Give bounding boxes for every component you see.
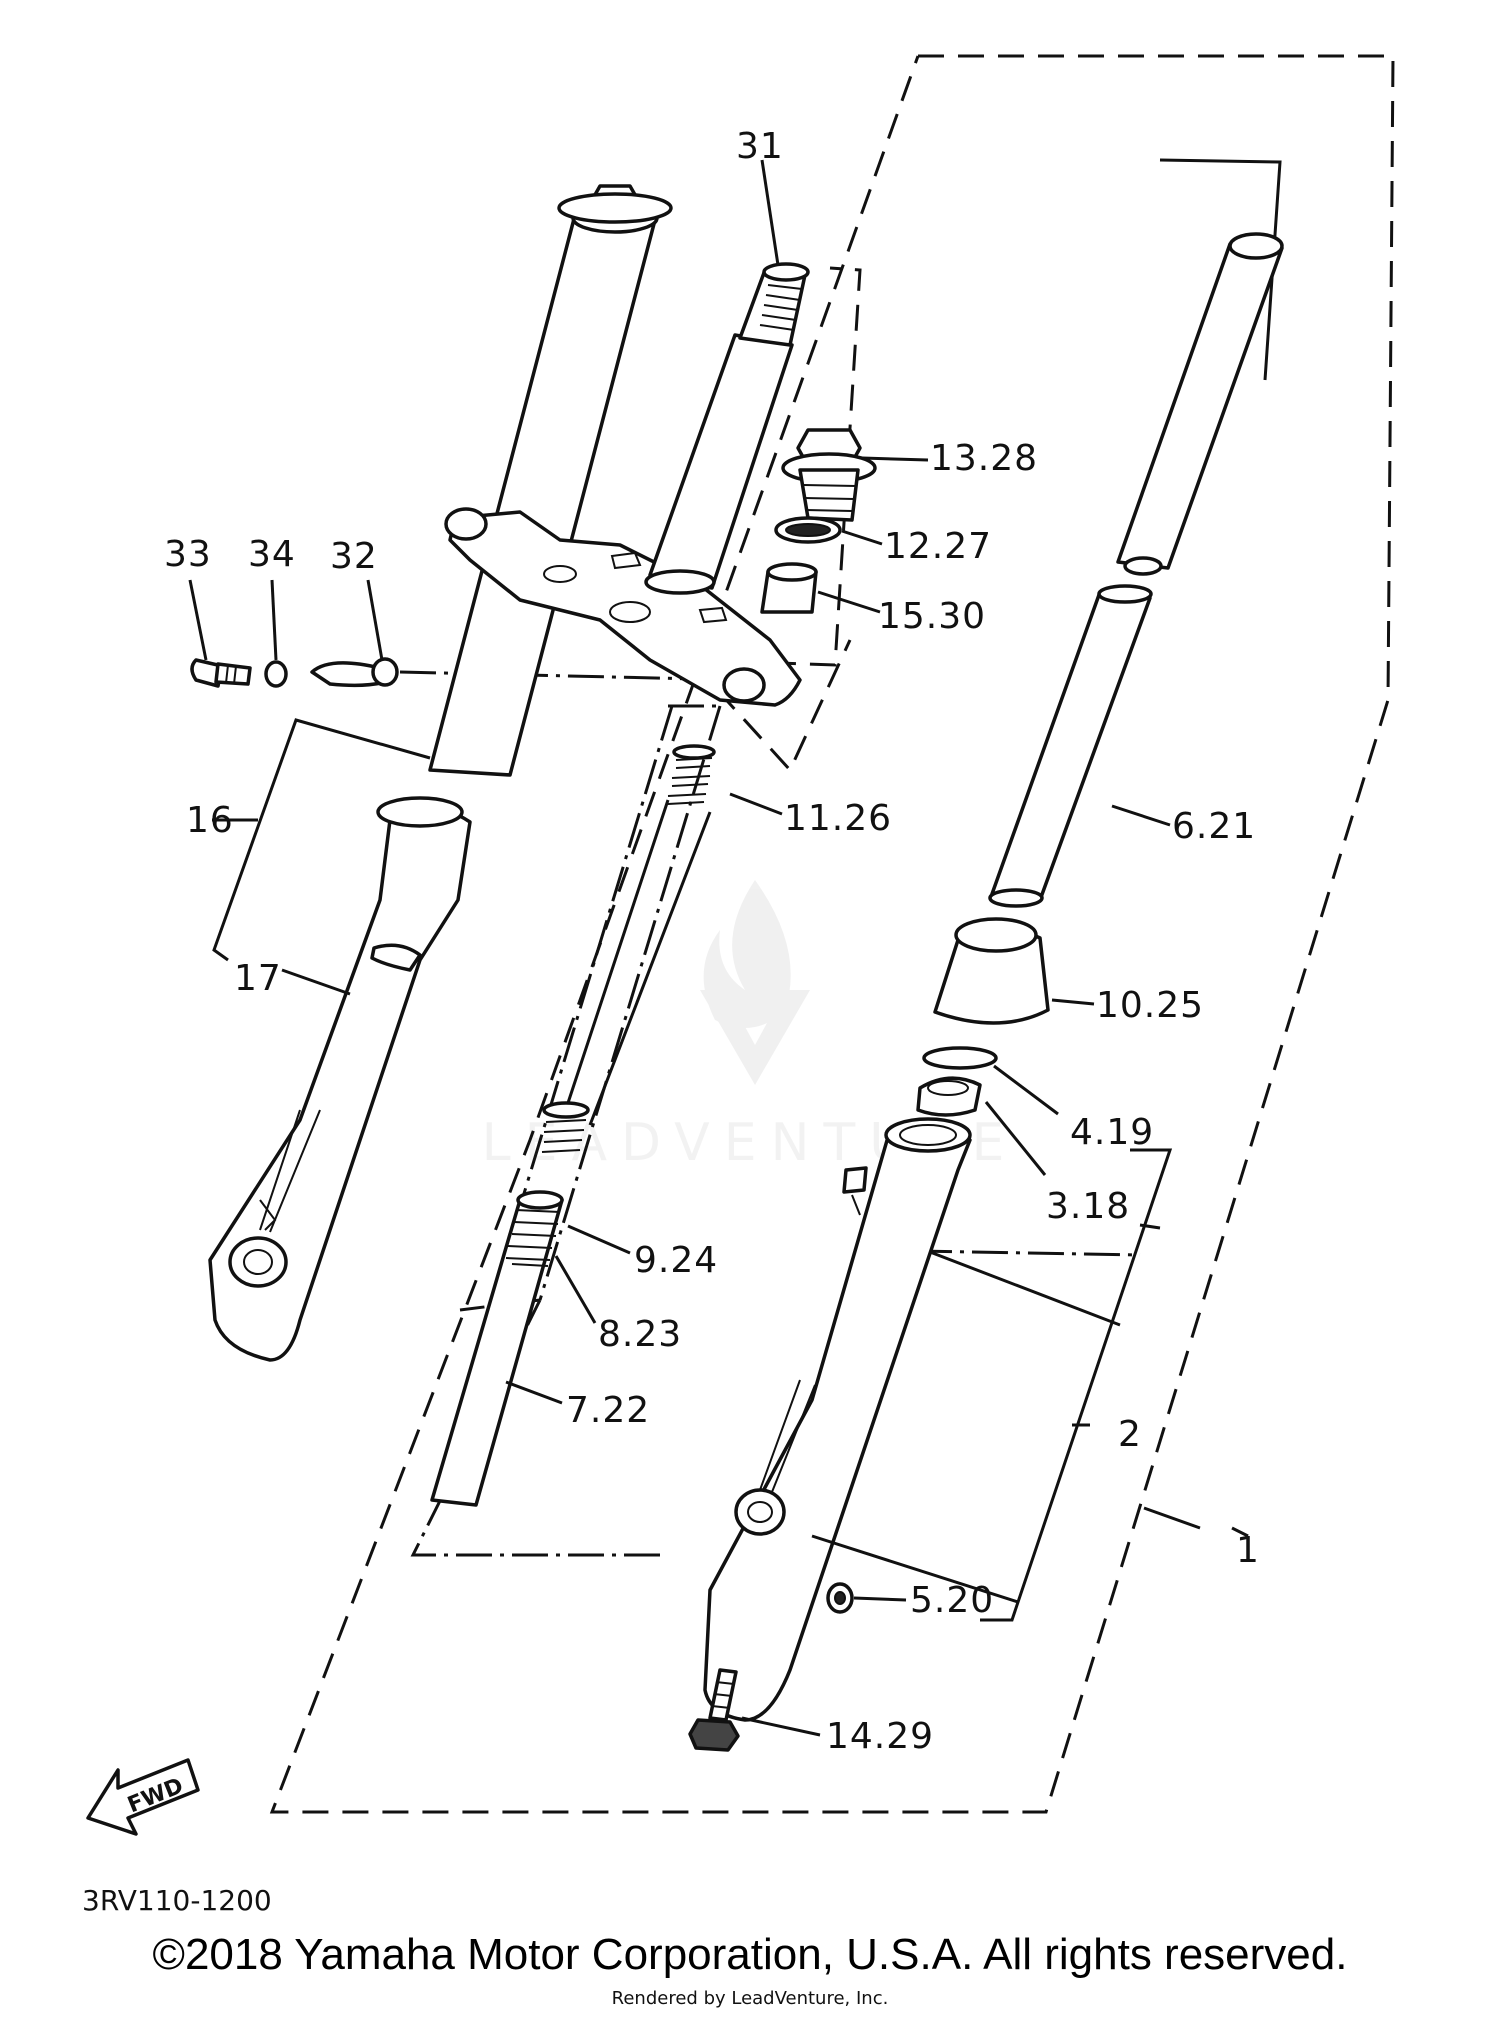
bracket-6-21 bbox=[1159, 158, 1282, 381]
callout-3-18: 3.18 bbox=[1046, 1186, 1130, 1227]
oil-seal bbox=[916, 1076, 982, 1117]
washer bbox=[264, 660, 288, 688]
left-fork-assembly bbox=[208, 184, 673, 1362]
outer-tube bbox=[703, 1117, 972, 1722]
rendered-by-note: Rendered by LeadVenture, Inc. bbox=[611, 1988, 889, 2009]
callout-8-23: 8.23 bbox=[598, 1314, 682, 1355]
rebound-spring bbox=[667, 744, 716, 805]
callout-9-24: 9.24 bbox=[634, 1240, 718, 1281]
leader-lines bbox=[188, 159, 1249, 1737]
callout-32: 32 bbox=[330, 536, 378, 577]
clip-pin bbox=[310, 657, 399, 688]
inner-tube-upper bbox=[1116, 232, 1284, 576]
callout-17: 17 bbox=[234, 958, 282, 999]
callout-16: 16 bbox=[186, 800, 234, 841]
callout-31: 31 bbox=[736, 126, 784, 167]
callout-4-19: 4.19 bbox=[1070, 1112, 1154, 1153]
callout-10-25: 10.25 bbox=[1096, 985, 1204, 1026]
callout-13-28: 13.28 bbox=[930, 438, 1038, 479]
callout-34: 34 bbox=[248, 534, 296, 575]
retaining-clip bbox=[922, 1046, 998, 1070]
callout-7-22: 7.22 bbox=[566, 1390, 650, 1431]
callout-labels: 31 13.28 12.27 15.30 33 34 32 11.26 16 1… bbox=[164, 126, 1260, 1757]
o-ring-inner bbox=[785, 523, 831, 537]
diagram-code: 3RV110-1200 bbox=[82, 1884, 272, 1917]
callout-6-21: 6.21 bbox=[1172, 806, 1256, 847]
fork-cap-bolt bbox=[781, 428, 877, 522]
fwd-arrow-icon: FWD bbox=[86, 1758, 200, 1836]
damper-rod-line bbox=[563, 799, 712, 1126]
callout-11-26: 11.26 bbox=[784, 798, 892, 839]
spacer bbox=[760, 562, 818, 614]
damper-outline bbox=[459, 704, 722, 1379]
copper-washer-hole bbox=[834, 1591, 846, 1605]
callout-14-29: 14.29 bbox=[826, 1716, 934, 1757]
damper-bolt bbox=[688, 1668, 740, 1752]
fork-right-outline bbox=[860, 1250, 1140, 1960]
callout-1: 1 bbox=[1236, 1530, 1260, 1571]
callout-5-20: 5.20 bbox=[910, 1580, 994, 1621]
pinch-bolt bbox=[190, 658, 252, 688]
inner-tube-lower bbox=[988, 584, 1153, 908]
damper-lower-spring bbox=[541, 1101, 590, 1153]
callout-2: 2 bbox=[1118, 1414, 1142, 1455]
callout-15-30: 15.30 bbox=[878, 596, 986, 637]
callout-33: 33 bbox=[164, 534, 212, 575]
dust-seal bbox=[933, 917, 1050, 1025]
callout-12-27: 12.27 bbox=[884, 526, 992, 567]
damper-rod bbox=[430, 1190, 564, 1507]
copyright-notice: ©2018 Yamaha Motor Corporation, U.S.A. A… bbox=[152, 1930, 1348, 1979]
assembly-outline bbox=[269, 54, 1395, 1814]
steering-stem bbox=[644, 262, 810, 595]
